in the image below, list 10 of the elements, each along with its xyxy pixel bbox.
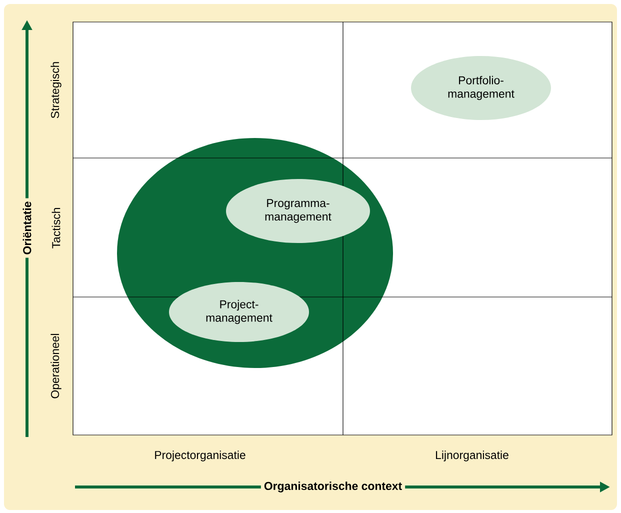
column-label: Lijnorganisatie xyxy=(436,450,508,462)
row-label: Tactisch xyxy=(52,208,60,248)
column-label: Projectorganisatie xyxy=(155,450,246,462)
axis-title: Oriëntatie xyxy=(20,198,34,258)
row-label: Strategisch xyxy=(50,62,62,118)
axis-title: Organisatorische context xyxy=(260,478,406,496)
ellipse-node: Programma-management xyxy=(226,179,370,243)
row-label: Operationeel xyxy=(50,334,62,398)
ellipse-node: Portfolio-management xyxy=(411,56,551,120)
ellipse-node: Project-management xyxy=(169,282,309,342)
